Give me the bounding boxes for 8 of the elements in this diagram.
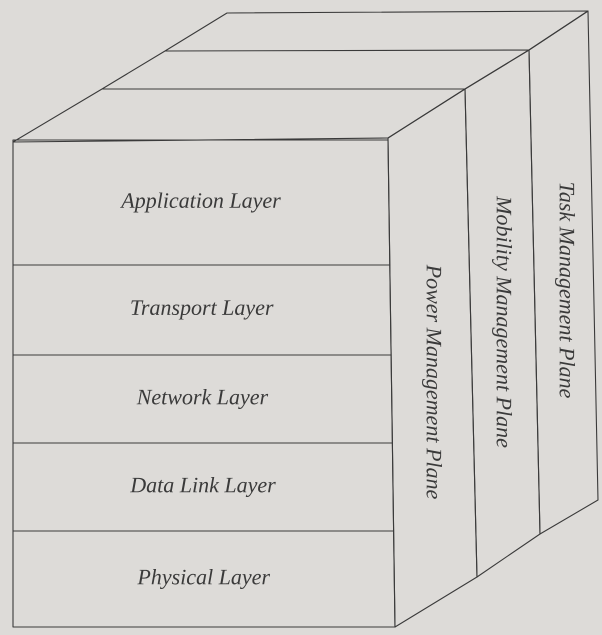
plane-panel: Power Management Plane — [387, 88, 478, 628]
layer-box: Physical Layer — [12, 530, 396, 628]
plane-panel: Mobility Management Plane — [464, 49, 541, 578]
plane-panel: Task Management Plane — [528, 10, 599, 535]
layer-box: Network Layer — [12, 354, 393, 444]
layer-box: Application Layer — [12, 139, 390, 266]
layer-box: Transport Layer — [12, 264, 392, 356]
layer-box: Data Link Layer — [12, 442, 394, 532]
